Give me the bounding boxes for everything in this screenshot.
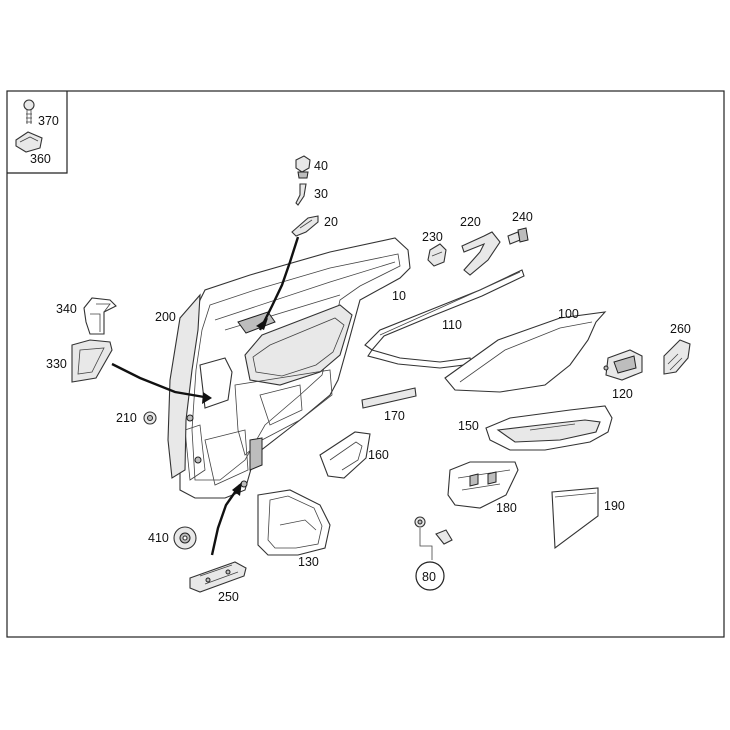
label-210: 210 (116, 411, 137, 425)
label-10: 10 (392, 289, 406, 303)
leader-330 (111, 362, 211, 400)
part-30-rod[interactable] (295, 183, 307, 206)
part-180-support-bracket[interactable] (447, 461, 519, 509)
label-190: 190 (604, 499, 625, 513)
part-370-screw[interactable] (23, 99, 35, 124)
part-360-clip-nut[interactable] (15, 131, 43, 153)
part-260-switch-bracket[interactable] (663, 339, 691, 375)
inset-box (7, 91, 68, 174)
part-220-trim-strip[interactable] (461, 231, 501, 276)
part-10-door-frame[interactable] (179, 237, 411, 499)
leader-250 (210, 484, 241, 556)
part-230-clip[interactable] (427, 243, 447, 267)
part-120-switch-unit[interactable] (603, 349, 643, 381)
label-110: 110 (442, 318, 462, 332)
label-180: 180 (496, 501, 517, 515)
arrowhead-250 (232, 482, 242, 496)
label-130: 130 (298, 555, 319, 569)
label-40: 40 (314, 159, 328, 173)
label-410: 410 (148, 531, 169, 545)
part-100-window-glass[interactable] (444, 311, 607, 393)
part-80-fastener-set[interactable] (414, 516, 453, 591)
label-200: 200 (155, 310, 176, 324)
callout-circle-80 (415, 561, 445, 591)
diagram-frame (6, 90, 725, 638)
label-240: 240 (512, 210, 533, 224)
label-230: 230 (422, 230, 443, 244)
part-150-armrest[interactable] (485, 405, 613, 451)
label-330: 330 (46, 357, 67, 371)
label-260: 260 (670, 322, 691, 336)
label-30: 30 (314, 187, 328, 201)
part-240-screw[interactable] (507, 227, 529, 245)
part-200-door-trim-panel[interactable] (167, 293, 201, 479)
label-150: 150 (458, 419, 479, 433)
part-40-plug[interactable] (295, 155, 311, 179)
label-170: 170 (384, 409, 405, 423)
label-20: 20 (324, 215, 338, 229)
part-250-bracket[interactable] (189, 561, 247, 593)
label-120: 120 (612, 387, 633, 401)
arrowhead-20 (256, 318, 268, 330)
label-100: 100 (558, 307, 579, 321)
label-250: 250 (218, 590, 239, 604)
label-360: 360 (30, 152, 51, 166)
part-160-foil-panel[interactable] (319, 431, 371, 479)
label-160: 160 (368, 448, 389, 462)
part-20-clip[interactable] (291, 215, 319, 237)
part-340-cover[interactable] (83, 297, 117, 335)
label-340: 340 (56, 302, 77, 316)
part-210-grommet[interactable] (143, 411, 157, 425)
part-330-grip-cover[interactable] (71, 339, 113, 383)
label-80: 80 (422, 570, 436, 584)
label-220: 220 (460, 215, 481, 229)
arrowhead-330 (202, 392, 212, 404)
part-170-strip[interactable] (361, 387, 417, 409)
part-130-lower-trim[interactable] (257, 489, 331, 556)
label-370: 370 (38, 114, 59, 128)
leader-20 (258, 236, 300, 331)
part-190-insulation-foil[interactable] (551, 487, 599, 550)
part-410-speaker-grommet[interactable] (173, 526, 197, 550)
